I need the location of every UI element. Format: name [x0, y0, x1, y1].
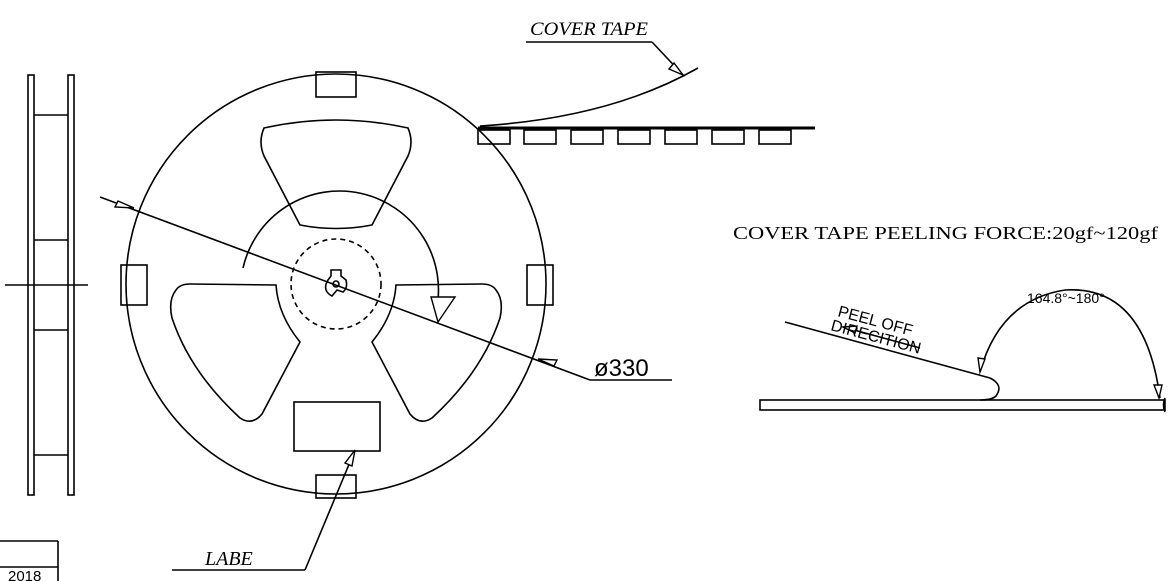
carrier-tape	[477, 41, 815, 145]
title-block	[0, 540, 59, 581]
angle-arc	[979, 289, 1161, 399]
reel-side-view	[5, 74, 88, 496]
label-rectangle	[293, 401, 381, 452]
left-notch	[120, 264, 148, 306]
top-notch	[315, 71, 357, 98]
peeling-force-label: COVER TAPE PEELING FORCE:20gf~120gf	[733, 223, 1158, 243]
left-window	[169, 283, 301, 422]
hub-circle	[290, 238, 382, 330]
reel-front-view	[99, 71, 672, 499]
tape-base	[759, 399, 1166, 411]
diameter-label: ø330	[594, 355, 649, 382]
label-leader	[172, 449, 356, 571]
right-window	[371, 283, 503, 422]
cover-tape-curve	[479, 67, 699, 127]
cover-tape-label: COVER TAPE	[530, 19, 648, 40]
diameter-line	[99, 196, 591, 381]
right-notch	[526, 264, 554, 306]
title-block-year: 2018	[8, 568, 41, 581]
top-window	[260, 119, 412, 230]
peel-off-illustration	[759, 289, 1166, 413]
label-callout: LABE	[204, 548, 253, 570]
rotation-arc	[242, 190, 440, 313]
hub-key	[324, 269, 348, 297]
angle-label: 164.8°~180°	[1027, 290, 1105, 306]
rotation-arrowhead	[430, 296, 457, 324]
bottom-notch	[315, 474, 357, 499]
